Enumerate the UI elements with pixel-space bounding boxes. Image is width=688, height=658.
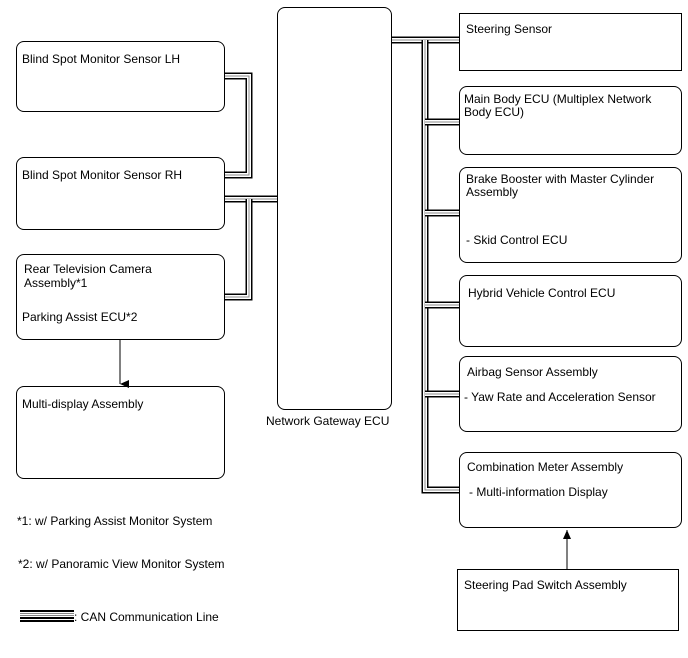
rear-camera-label-1: Rear Television Camera: [24, 262, 152, 276]
can-line-rear-camera: [225, 199, 253, 301]
rear-camera-label-2: Assembly*1: [24, 276, 88, 290]
hybrid-ecu-label: Hybrid Vehicle Control ECU: [468, 286, 616, 300]
steering-sensor-label: Steering Sensor: [466, 22, 553, 36]
bsm-rh-box: [16, 157, 225, 230]
can-line-group: [225, 36, 459, 494]
main-body-ecu-box: [459, 86, 682, 155]
main-body-ecu-label-2: Body ECU): [464, 105, 525, 119]
hybrid-ecu-box: [459, 275, 682, 347]
combination-meter-label: Combination Meter Assembly: [467, 460, 624, 474]
brake-booster-label-2: Assembly: [466, 185, 519, 199]
brake-booster-label-1: Brake Booster with Master Cylinder: [466, 172, 655, 186]
multi-display-box: [16, 386, 225, 479]
bsm-lh-box: [16, 41, 225, 112]
legend-can-symbol: [20, 610, 74, 622]
legend-label: : CAN Communication Line: [74, 610, 219, 624]
parking-assist-ecu-label: Parking Assist ECU*2: [22, 310, 138, 324]
airbag-label: Airbag Sensor Assembly: [467, 365, 598, 379]
steering-pad-box: [457, 569, 679, 631]
main-body-ecu-label-1: Main Body ECU (Multiplex Network: [464, 92, 652, 106]
airbag-box: [459, 356, 682, 432]
yaw-rate-label: - Yaw Rate and Acceleration Sensor: [464, 390, 656, 404]
brake-booster-box: [459, 167, 682, 263]
gateway-box-lower: [277, 7, 392, 410]
steering-pad-label: Steering Pad Switch Assembly: [464, 578, 627, 592]
multi-display-label: Multi-display Assembly: [22, 397, 144, 411]
bsm-rh-label: Blind Spot Monitor Sensor RH: [22, 168, 183, 182]
can-line-bsm-lh: [225, 72, 253, 179]
skid-control-label: - Skid Control ECU: [466, 233, 568, 247]
multi-info-display-label: - Multi-information Display: [469, 485, 608, 499]
can-line-right-trunk: [421, 40, 459, 494]
note-1: *1: w/ Parking Assist Monitor System: [17, 514, 213, 528]
rear-camera-box: [16, 254, 225, 340]
arrow-head-up: [563, 530, 571, 539]
steering-sensor-box: [459, 13, 682, 71]
gateway-label: Network Gateway ECU: [266, 414, 390, 428]
note-2: *2: w/ Panoramic View Monitor System: [18, 557, 225, 571]
bsm-lh-label: Blind Spot Monitor Sensor LH: [22, 52, 181, 66]
combination-meter-box: [459, 452, 682, 528]
